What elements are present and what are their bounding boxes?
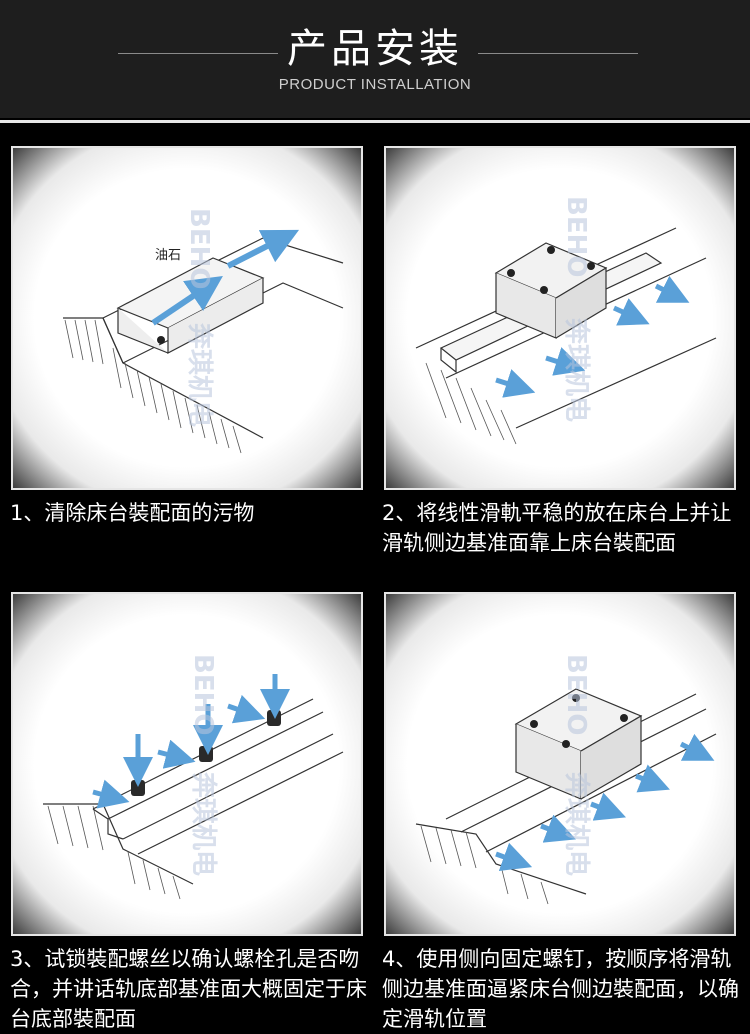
step-1-caption: 1、清除床台裝配面的污物	[10, 501, 255, 525]
step-3-illustration: BEHO 奔琪机电	[11, 592, 363, 936]
step-4-illustration: BEHO 奔琪机电	[384, 592, 736, 936]
svg-text:BEHO: BEHO	[561, 654, 591, 735]
svg-text:奔琪机电: 奔琪机电	[561, 318, 591, 422]
step-3-caption: 3、试锁裝配螺丝以确认螺栓孔是否吻合，并讲话轨底部基准面大概固定于床台底部裝配面	[10, 947, 367, 1031]
svg-text:BEHO: BEHO	[561, 196, 591, 277]
header-title: 产品安装	[287, 26, 463, 72]
header-divider-right	[478, 53, 638, 54]
step-1-illustration: BEHO 奔琪机电 油石	[11, 146, 363, 490]
step-4-caption: 4、使用侧向固定螺钉，按顺序将滑轨侧边基准面逼紧床台侧边裝配面，以确定滑轨位置	[382, 947, 739, 1031]
header-subtitle: PRODUCT INSTALLATION	[278, 76, 472, 93]
svg-text:BEHO: BEHO	[184, 208, 214, 289]
svg-text:BEHO: BEHO	[188, 654, 218, 735]
header-bottom-rule	[0, 120, 750, 123]
step-2-illustration: BEHO 奔琪机电	[384, 146, 736, 490]
header-divider-left	[118, 53, 278, 54]
oilstone-label: 油石	[155, 248, 182, 263]
page-header: 产品安装 PRODUCT INSTALLATION	[0, 0, 750, 118]
svg-text:奔琪机电: 奔琪机电	[188, 772, 218, 876]
step-2-caption: 2、将线性滑軌平稳的放在床台上并让滑轨侧边基准面靠上床台裝配面	[382, 501, 732, 555]
svg-text:奔琪机电: 奔琪机电	[561, 772, 591, 876]
svg-text:奔琪机电: 奔琪机电	[184, 323, 214, 427]
